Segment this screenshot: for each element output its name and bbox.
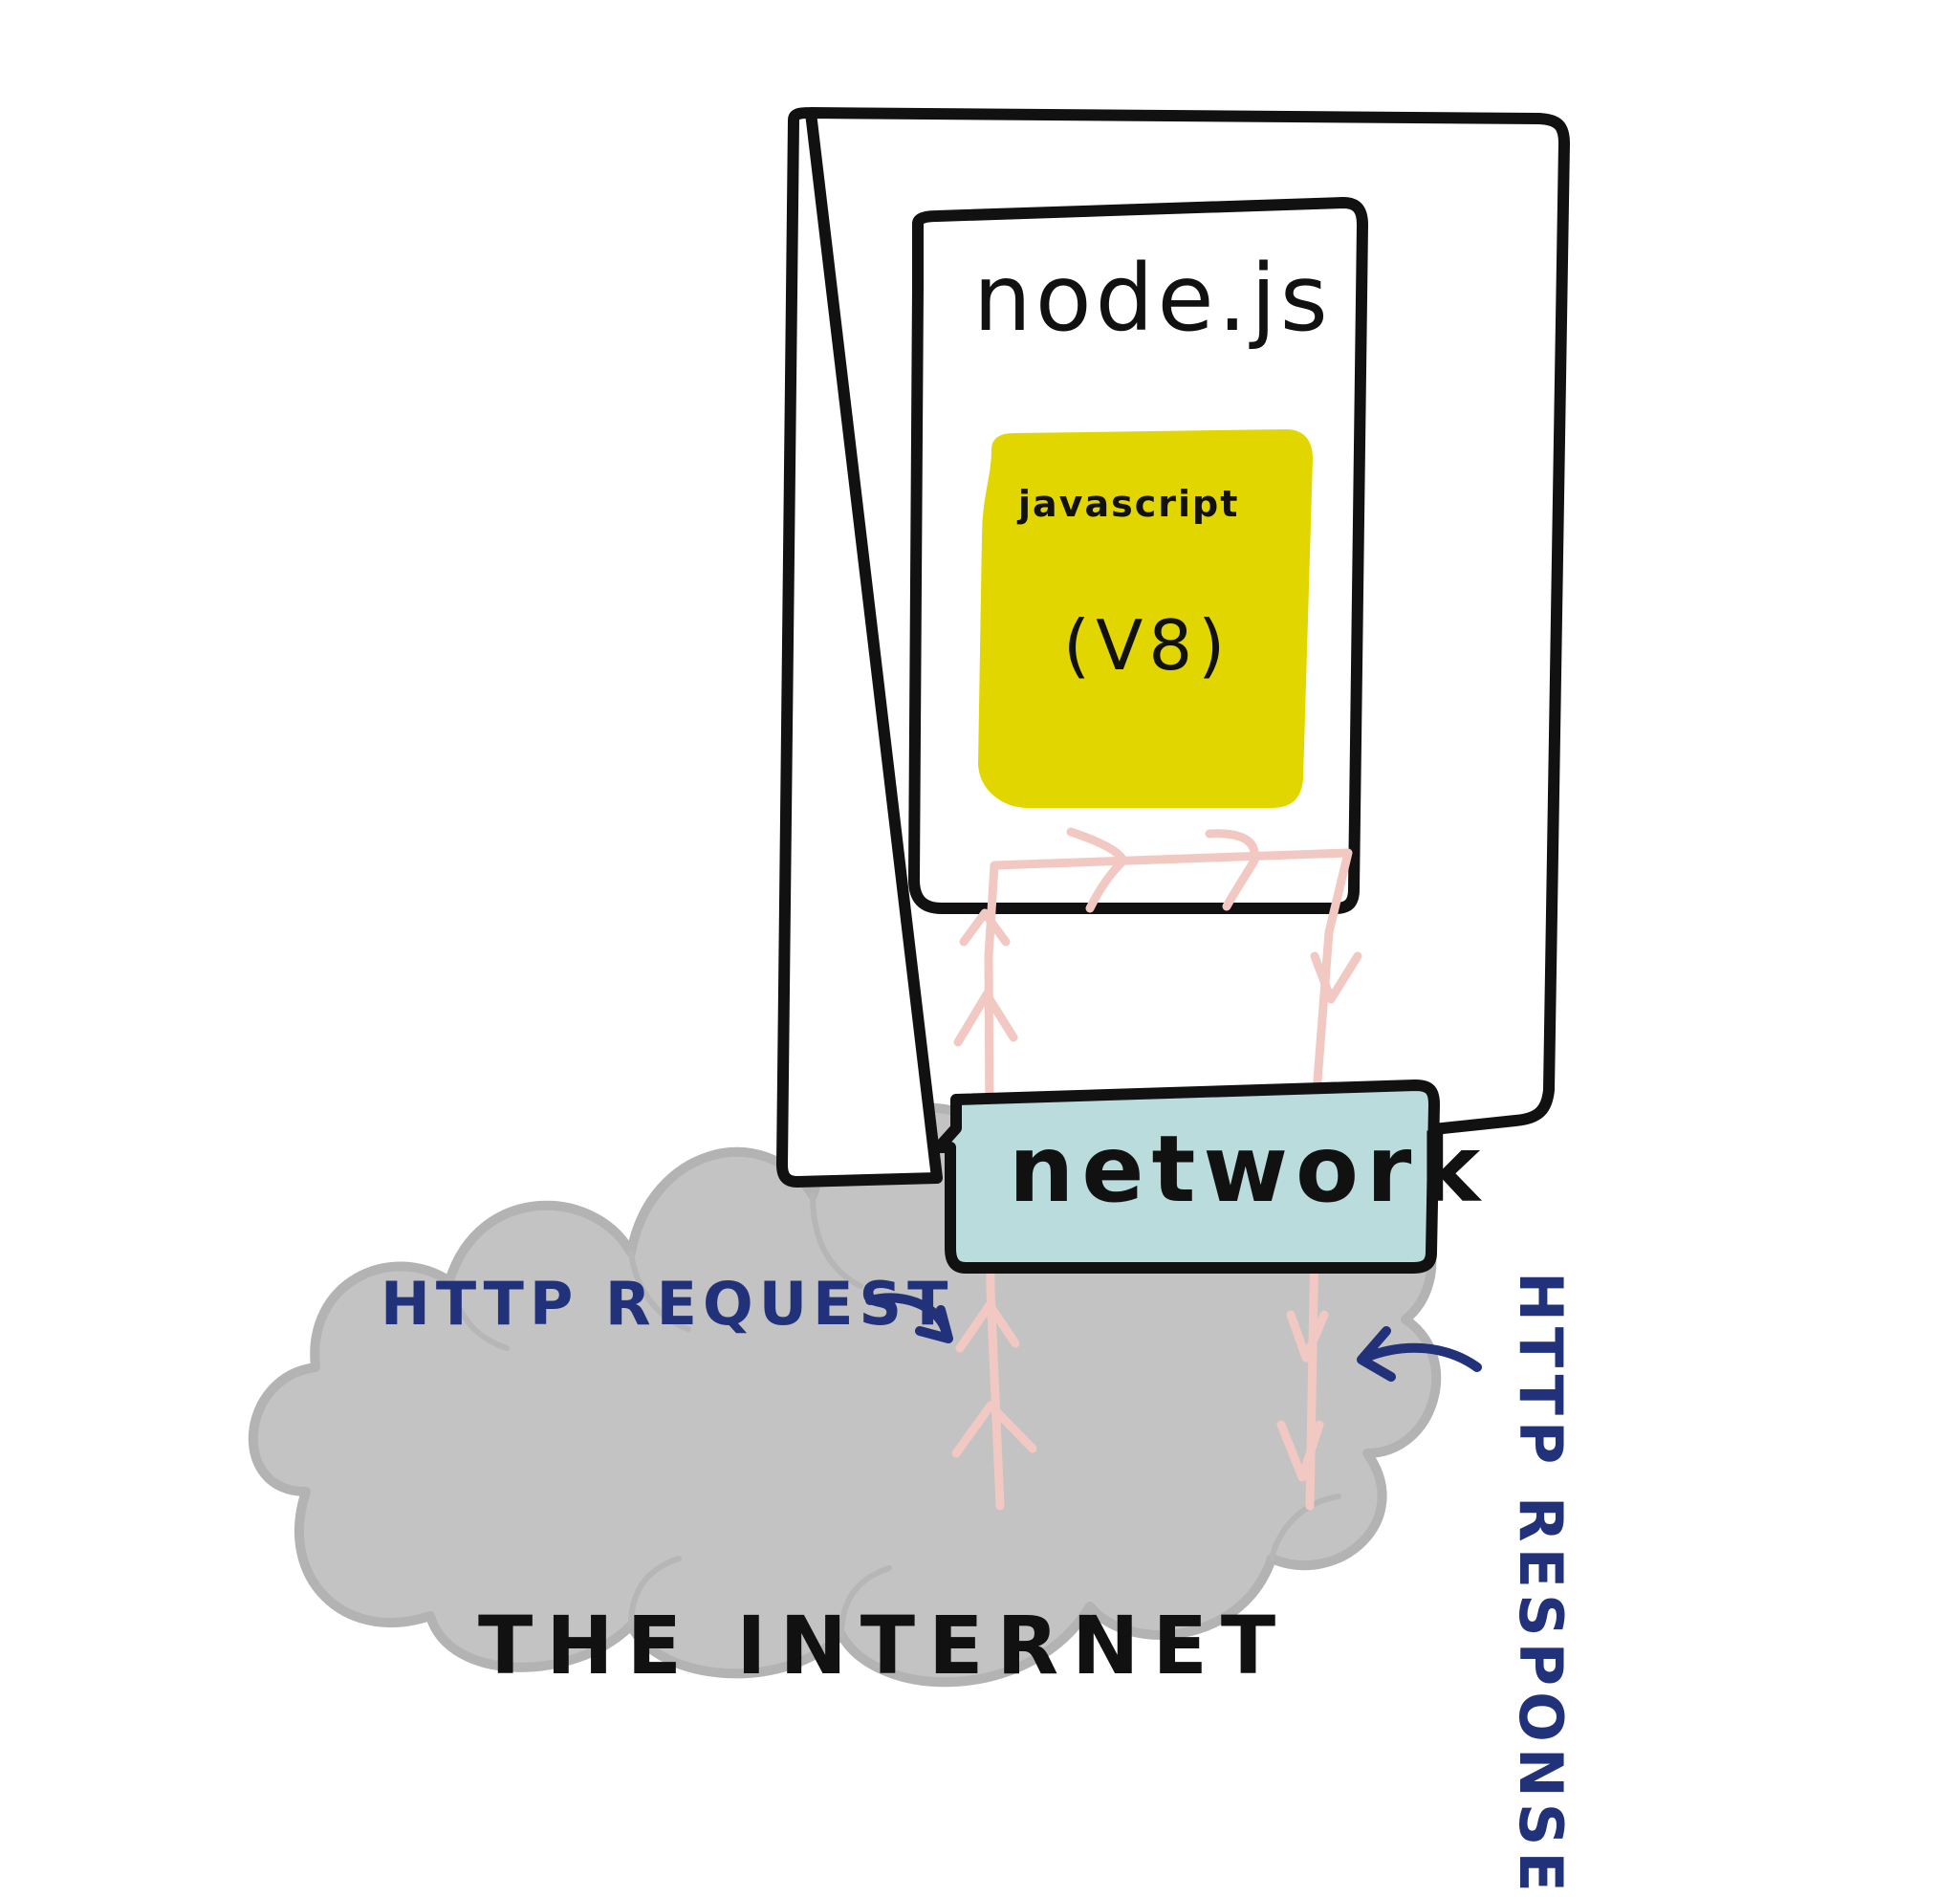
nodejs-label: node.js xyxy=(973,245,1332,352)
internal-arrowhead-1 xyxy=(1066,827,1128,913)
network-label: network xyxy=(1009,1116,1488,1223)
request-arrowhead-top xyxy=(959,908,1011,947)
internet-label: THE INTERNET xyxy=(478,1599,1289,1692)
response-arrowhead-net xyxy=(1286,1310,1329,1363)
network-box-outline xyxy=(933,1079,1440,1274)
http-response-arrow xyxy=(1357,1326,1482,1382)
response-arrowhead-low xyxy=(1276,1420,1324,1482)
network-box: network xyxy=(933,1079,1488,1274)
http-request-arrow xyxy=(865,1293,953,1343)
http-request-annotation: HTTP REQUEST xyxy=(381,1269,953,1343)
v8-engine-fill xyxy=(978,429,1313,808)
v8-engine-box: javascript (V8) xyxy=(978,429,1313,808)
http-response-annotation: HTTP RESPONSE xyxy=(1357,1272,1576,1897)
internal-arrowhead-2 xyxy=(1205,829,1259,911)
javascript-label: javascript xyxy=(1016,483,1239,525)
request-arrowhead-low xyxy=(951,1401,1037,1458)
request-arrowhead-net xyxy=(953,990,1018,1047)
v8-label: (V8) xyxy=(1063,605,1230,686)
http-request-label: HTTP REQUEST xyxy=(381,1269,953,1339)
request-arrowhead-mid xyxy=(955,1300,1020,1353)
response-arrowhead-top xyxy=(1310,951,1362,1004)
http-response-label: HTTP RESPONSE xyxy=(1506,1272,1576,1897)
